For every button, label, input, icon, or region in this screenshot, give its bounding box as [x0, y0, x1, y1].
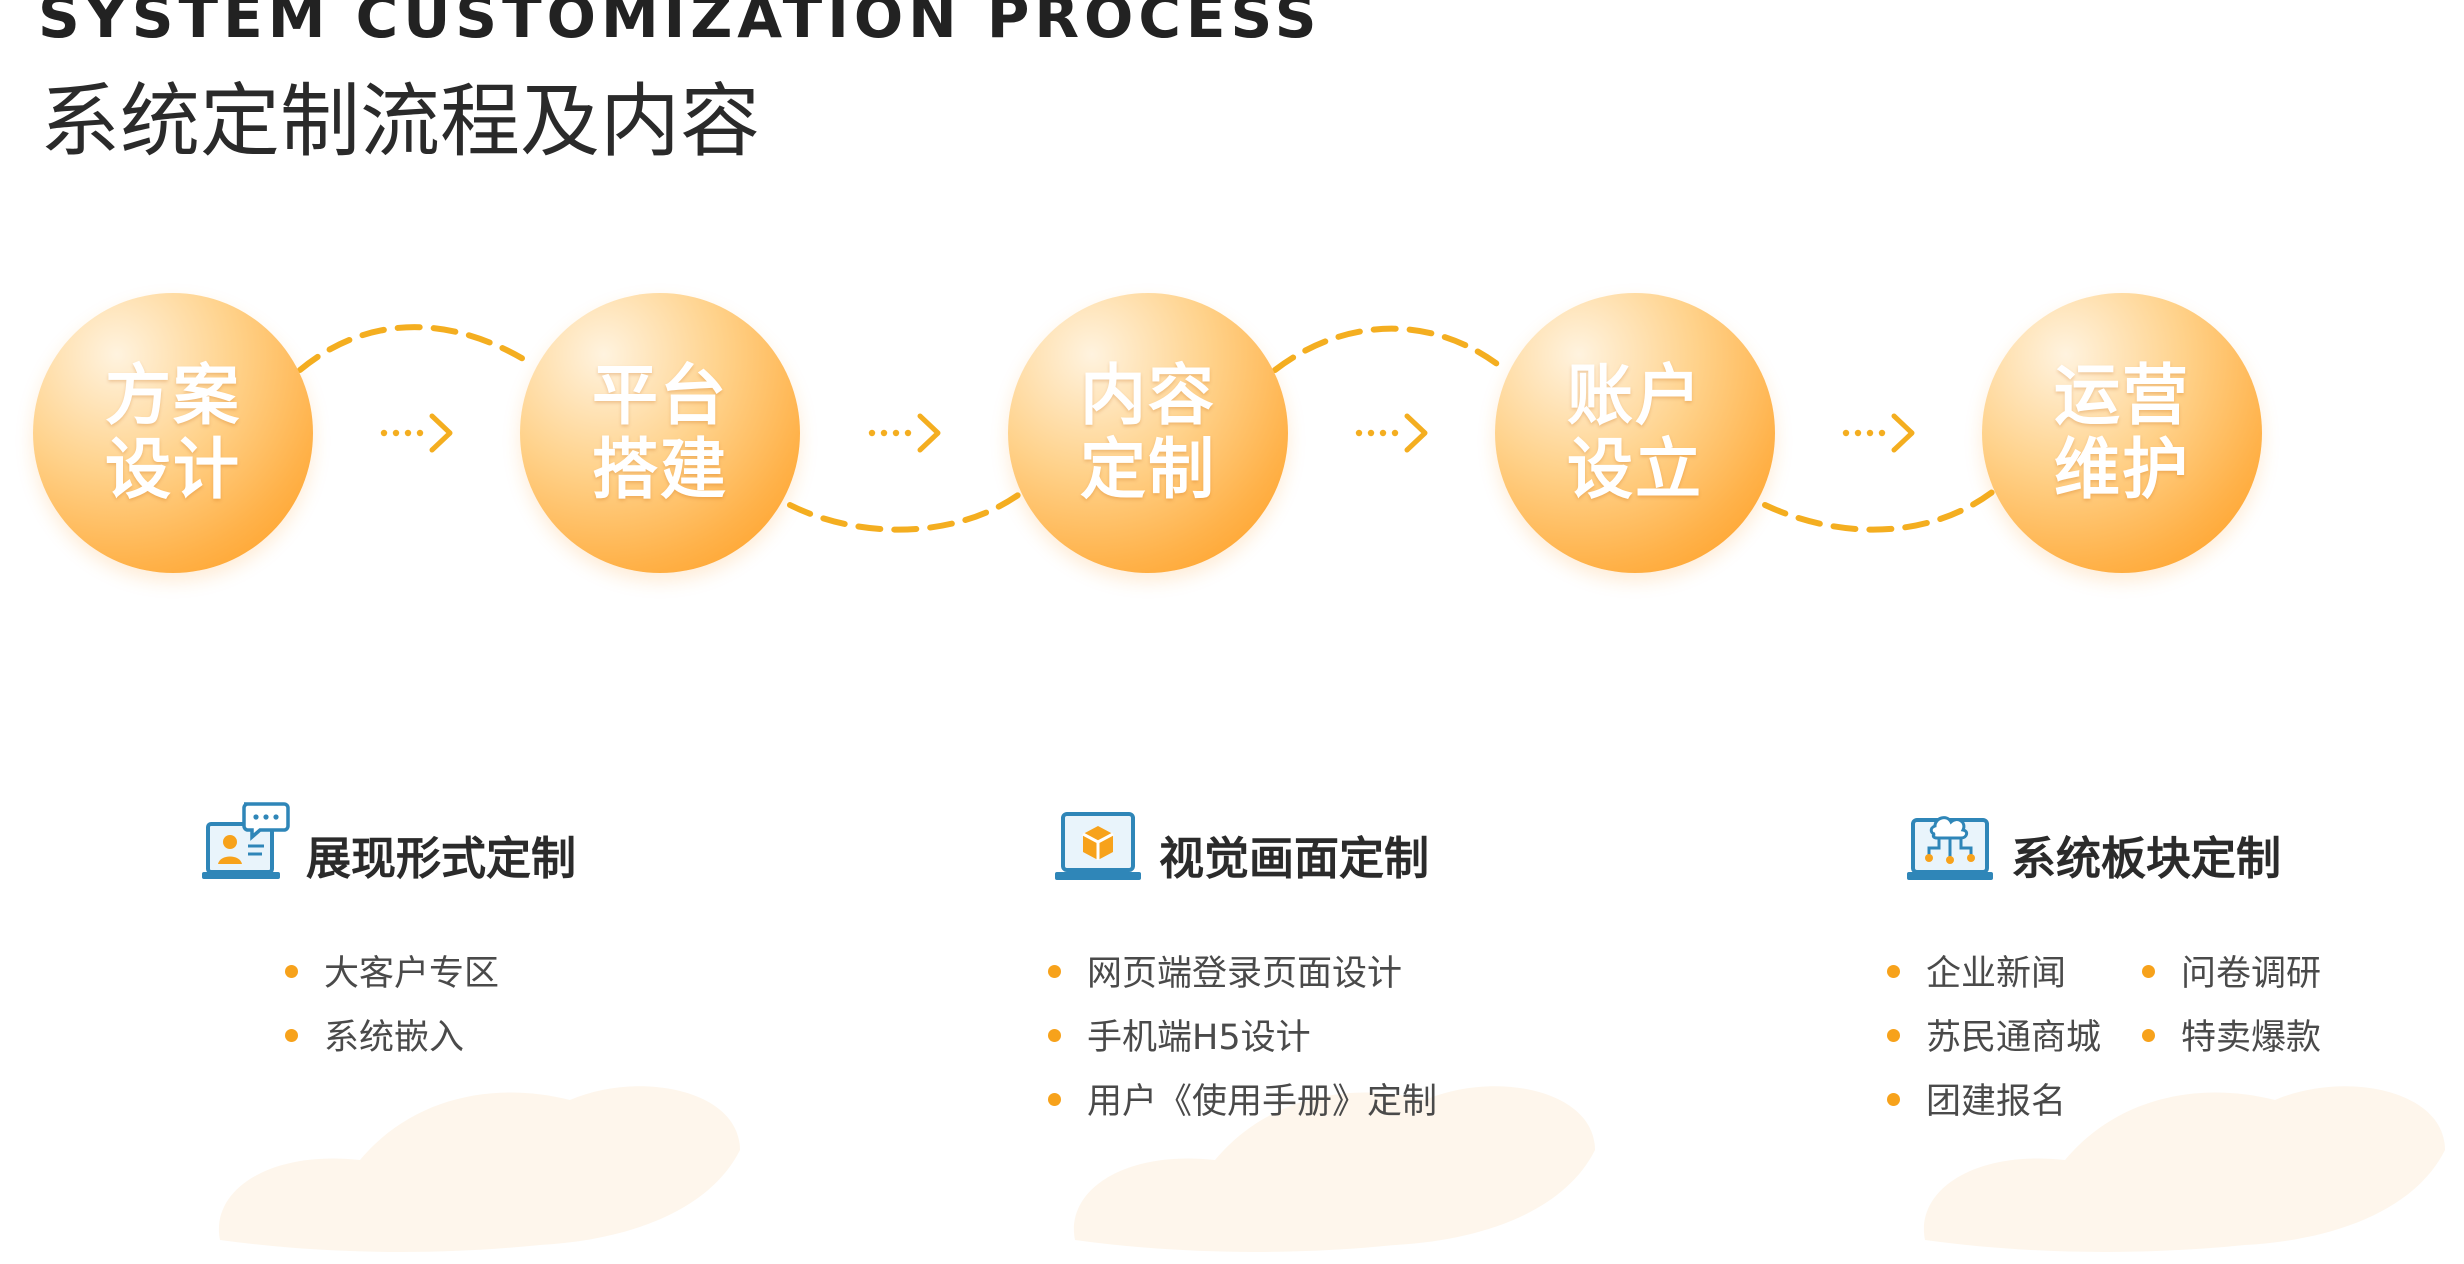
section-title: 展现形式定制: [306, 832, 577, 885]
bullet-dot: [1887, 1092, 1900, 1106]
bullet-dot: [1048, 1028, 1061, 1042]
decorative-cloud-1: [218, 1086, 741, 1252]
step-circle-3: 内容定制: [1008, 293, 1288, 573]
list-item: 手机端H5设计: [1048, 1006, 1437, 1070]
box-laptop-icon: [1055, 812, 1141, 880]
step-circle-1: 方案设计: [33, 293, 313, 573]
list-item: 团建报名: [1887, 1070, 2101, 1134]
step-label: 内容定制: [1080, 357, 1216, 508]
bullet-dot: [1048, 964, 1061, 978]
connector-arc-2: [787, 487, 1028, 533]
profile-card-laptop-icon: [202, 802, 290, 879]
list-item-label: 系统嵌入: [324, 1018, 465, 1058]
step-circle-2: 平台搭建: [520, 293, 800, 573]
step-label: 平台搭建: [592, 357, 728, 508]
list-item-label: 企业新闻: [1926, 954, 2067, 994]
bullet-list-right: 问卷调研 特卖爆款: [2142, 942, 2321, 1070]
dotted-arrow-icon: [380, 413, 453, 453]
step-label: 运营维护: [2054, 357, 2190, 508]
section-header: 视觉画面定制: [1053, 800, 1533, 888]
bullet-dot: [285, 964, 298, 978]
list-item: 问卷调研: [2142, 942, 2321, 1006]
section-title: 系统板块定制: [2011, 832, 2282, 885]
list-item: 网页端登录页面设计: [1048, 942, 1437, 1006]
list-item-label: 团建报名: [1926, 1082, 2067, 1122]
bullet-dot: [1887, 964, 1900, 978]
bullet-dot: [1048, 1092, 1061, 1106]
connector-arc-3: [1272, 325, 1508, 373]
flow-connectors: [297, 324, 1998, 533]
step-circle-4: 账户设立: [1495, 293, 1775, 573]
bullet-dot: [285, 1028, 298, 1042]
step-label: 方案设计: [105, 357, 241, 508]
list-item: 特卖爆款: [2142, 1006, 2321, 1070]
section-title: 视觉画面定制: [1159, 832, 1430, 885]
list-item-label: 特卖爆款: [2181, 1018, 2322, 1058]
list-item-label: 大客户专区: [324, 954, 500, 994]
connector-arc-1: [297, 324, 528, 373]
section-header: 系统板块定制: [1905, 800, 2385, 888]
bullet-list-left: 企业新闻 苏民通商城 团建报名: [1887, 942, 2101, 1134]
list-item-label: 网页端登录页面设计: [1087, 954, 1403, 994]
english-title: SYSTEM CUSTOMIZATION PROCESS: [38, 0, 1322, 51]
step-circle-5: 运营维护: [1982, 293, 2262, 573]
list-item-label: 问卷调研: [2181, 954, 2322, 994]
bullet-dot: [2142, 964, 2155, 978]
bullet-dot: [1887, 1028, 1900, 1042]
dotted-arrow-icon: [868, 413, 941, 453]
dotted-arrow-icon: [1355, 413, 1428, 453]
connector-arc-4: [1762, 487, 1998, 533]
page-title: 系统定制流程及内容: [40, 75, 760, 168]
list-item: 苏民通商城: [1887, 1006, 2101, 1070]
list-item-label: 用户《使用手册》定制: [1087, 1082, 1438, 1122]
bullet-list: 大客户专区 系统嵌入: [285, 942, 499, 1070]
list-item: 大客户专区: [285, 942, 499, 1006]
list-item-label: 苏民通商城: [1926, 1018, 2102, 1058]
bullet-list: 网页端登录页面设计 手机端H5设计 用户《使用手册》定制: [1048, 942, 1437, 1134]
list-item: 系统嵌入: [285, 1006, 499, 1070]
step-label: 账户设立: [1567, 357, 1703, 508]
list-item: 用户《使用手册》定制: [1048, 1070, 1437, 1134]
section-header: 展现形式定制: [200, 800, 680, 888]
decorative-cloud-2: [1073, 1086, 1595, 1252]
list-item: 企业新闻: [1887, 942, 2101, 1006]
decorative-cloud-3: [1923, 1086, 2445, 1252]
cloud-network-laptop-icon: [1907, 816, 1993, 880]
list-item-label: 手机端H5设计: [1087, 1018, 1311, 1058]
dotted-arrow-icon: [1842, 413, 1915, 453]
bullet-dot: [2142, 1028, 2155, 1042]
